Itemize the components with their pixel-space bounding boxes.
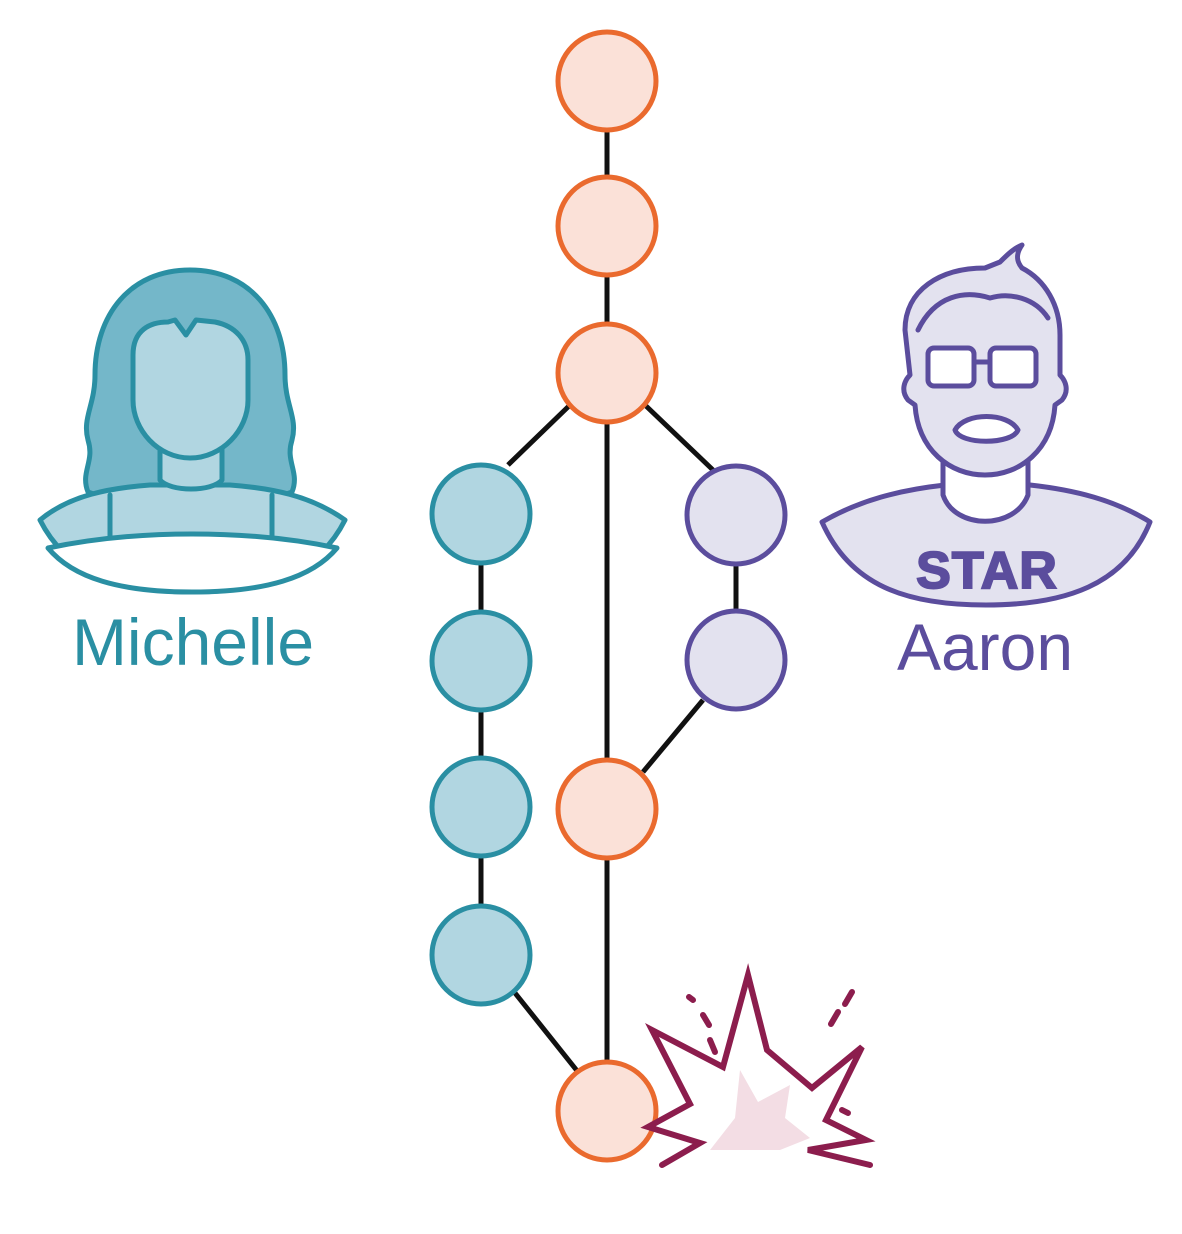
commit-node-michelle-4 <box>429 903 533 1007</box>
aaron-avatar <box>819 242 1153 608</box>
explosion-sparks <box>686 989 855 1116</box>
commit-node-merge <box>555 1059 659 1163</box>
commit-node-main-2 <box>555 174 659 278</box>
commit-node-michelle-3 <box>429 755 533 859</box>
aaron-name-label: Aaron <box>897 610 1073 684</box>
commit-edges <box>478 130 739 1074</box>
commit-node-aaron-1 <box>684 463 788 567</box>
michelle-branch-commits <box>429 462 533 1007</box>
commit-node-michelle-2 <box>429 609 533 713</box>
commit-node-main-4 <box>555 757 659 861</box>
commit-node-aaron-2 <box>684 608 788 712</box>
main-branch-commits <box>555 29 659 1163</box>
edge-main-to-aaron <box>643 403 715 472</box>
edge-aaron-to-main <box>641 698 705 774</box>
michelle-face <box>130 317 251 461</box>
aaron-shirt-text: STAR <box>916 542 1058 600</box>
commit-node-main-1 <box>555 29 659 133</box>
explosion-icon <box>640 963 876 1168</box>
michelle-shirt <box>45 531 340 595</box>
aaron-shirt <box>819 482 1153 608</box>
aaron-hair-line <box>915 292 1051 333</box>
edge-main-to-michelle <box>506 403 572 467</box>
explosion-outline <box>640 963 876 1168</box>
aaron-beard <box>952 414 1021 444</box>
aaron-branch-commits <box>684 463 788 712</box>
commit-node-main-3 <box>555 321 659 425</box>
edge-michelle-to-merge <box>513 991 580 1074</box>
michelle-avatar <box>37 267 348 595</box>
glasses-icon <box>925 345 1039 389</box>
explosion-inner <box>710 1070 810 1150</box>
michelle-name-label: Michelle <box>72 605 314 679</box>
commit-node-michelle-1 <box>429 462 533 566</box>
